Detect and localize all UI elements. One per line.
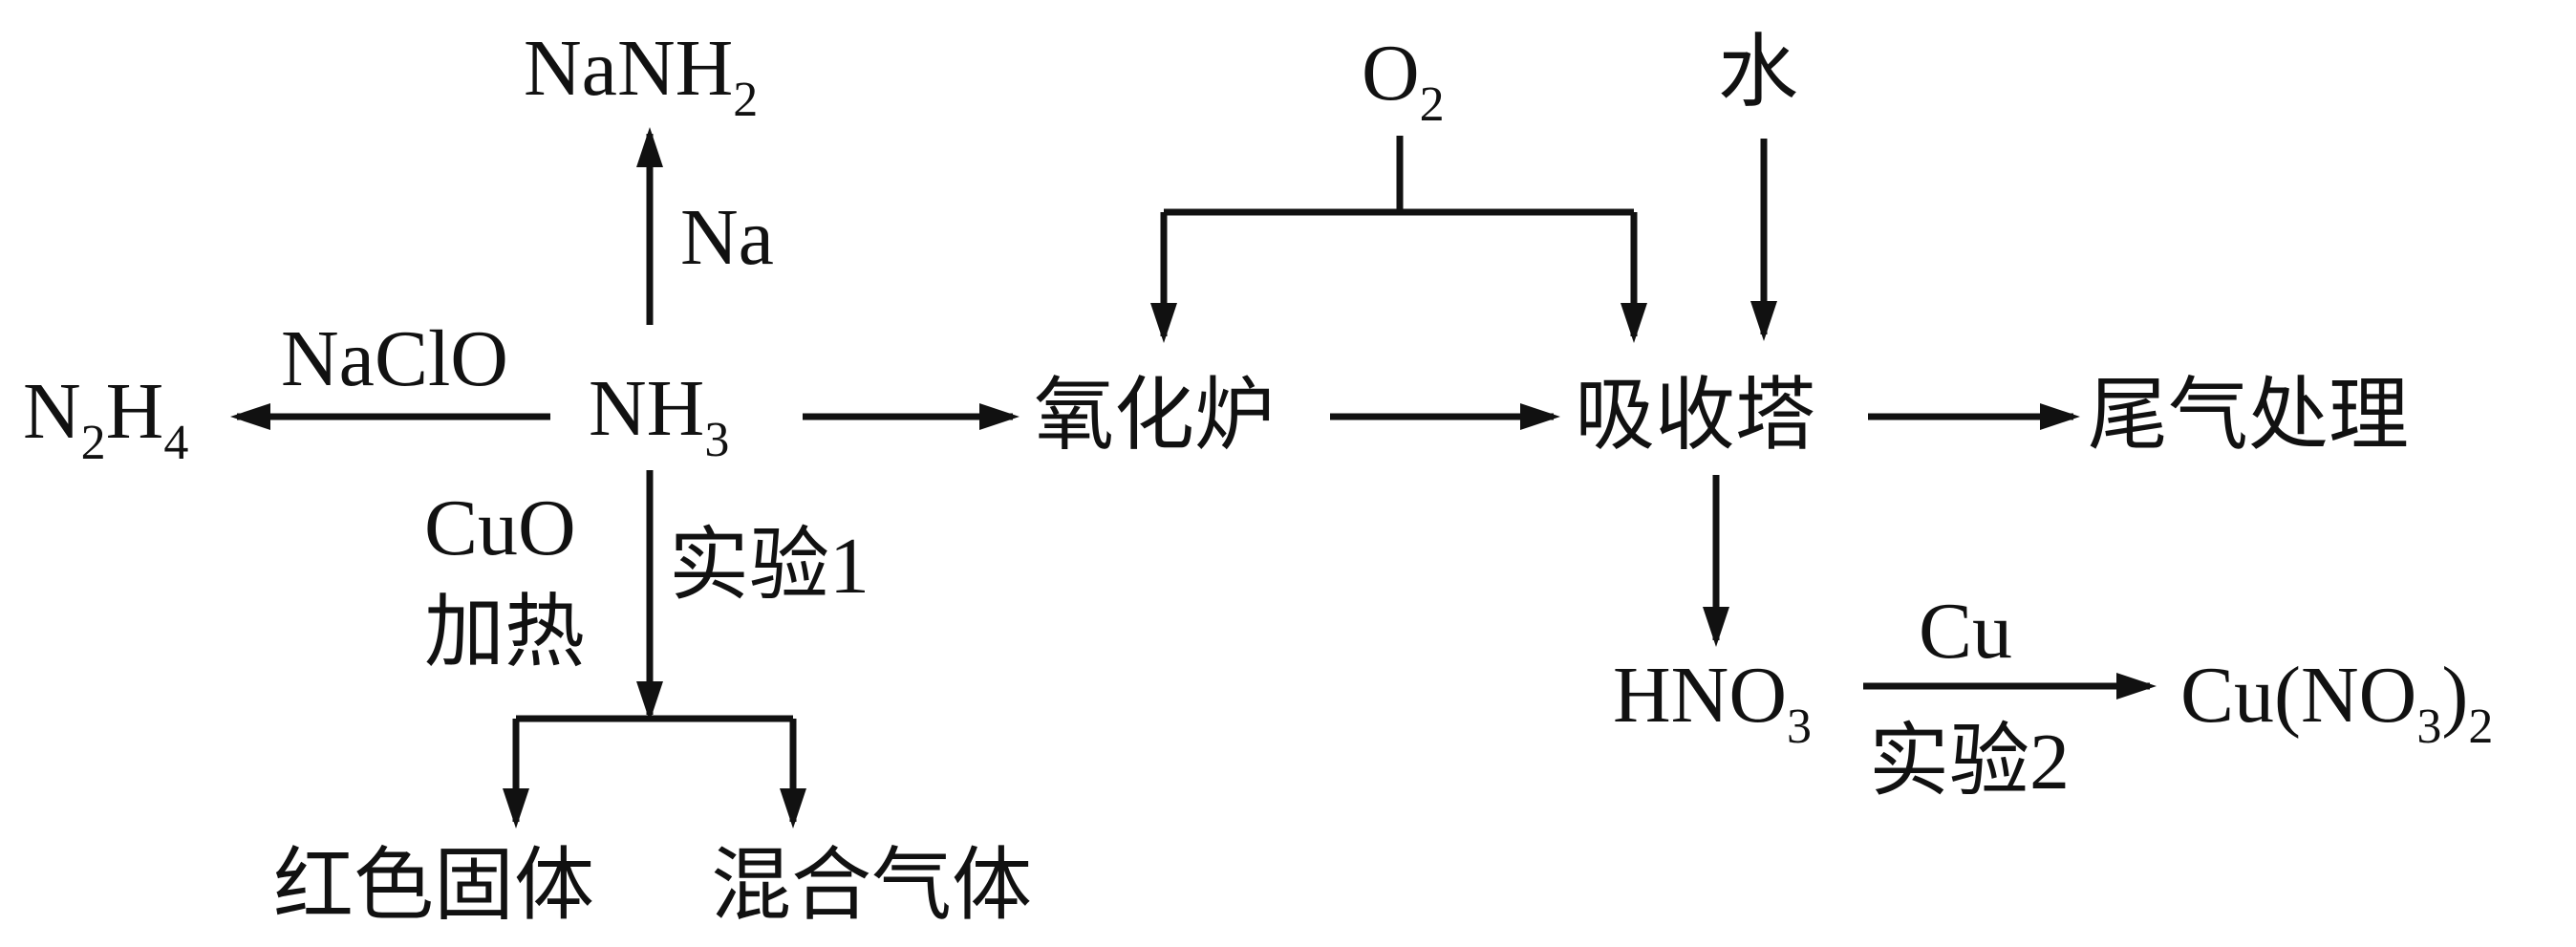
node-nanh2: NaNH2 — [524, 24, 758, 127]
reagent-naclo: NaClO — [281, 314, 508, 403]
n2h4-n: N — [23, 367, 81, 456]
n2h4-n-sub: 2 — [81, 416, 106, 470]
reagent-experiment2: 实验2 — [1869, 718, 2070, 807]
cu-no3-2-main: Cu(NO — [2180, 651, 2416, 740]
n2h4-h-sub: 4 — [163, 416, 188, 470]
reagent-experiment1: 实验1 — [669, 522, 869, 611]
nanh2-sub: 2 — [733, 73, 758, 127]
node-red-solid: 红色固体 — [273, 842, 594, 931]
node-mixed-gas: 混合气体 — [711, 842, 1032, 931]
hno3-sub: 3 — [1787, 699, 1812, 754]
reagent-water: 水 — [1718, 29, 1798, 118]
o2-sub: 2 — [1420, 77, 1445, 132]
nh3-sub: 3 — [704, 413, 729, 467]
nanh2-main: NaNH — [524, 24, 733, 113]
node-hno3: HNO3 — [1613, 651, 1812, 754]
reagent-cu: Cu — [1919, 587, 2012, 676]
node-n2h4: N2H4 — [23, 367, 188, 470]
reagent-cuo: CuO — [424, 484, 576, 572]
cu-no3-2-sub1: 3 — [2416, 699, 2441, 754]
node-tail-gas-treatment: 尾气处理 — [2088, 372, 2409, 461]
n2h4-h: H — [106, 367, 164, 456]
node-absorption-tower: 吸收塔 — [1575, 372, 1815, 461]
o2-main: O — [1362, 29, 1420, 118]
node-oxidation-furnace: 氧化炉 — [1034, 372, 1275, 461]
hno3-main: HNO — [1613, 651, 1787, 740]
reagent-heating: 加热 — [424, 589, 585, 678]
cu-no3-2-sub2: 2 — [2468, 699, 2493, 754]
node-cu-no3-2: Cu(NO3)2 — [2180, 651, 2493, 754]
reagent-o2: O2 — [1362, 29, 1445, 132]
cu-no3-2-close: ) — [2441, 651, 2468, 740]
nh3-main: NH — [589, 364, 704, 453]
node-nh3: NH3 — [589, 364, 729, 467]
reagent-na: Na — [680, 193, 774, 282]
